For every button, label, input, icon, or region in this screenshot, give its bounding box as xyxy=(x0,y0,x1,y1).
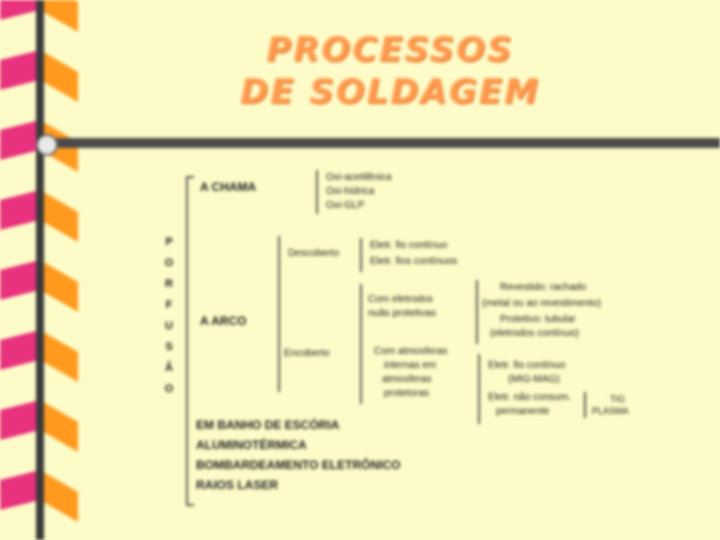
vertical-label-letter: Ã xyxy=(165,362,173,374)
other-process-2: ALUMINOTÉRMICA xyxy=(196,438,307,452)
header-bar-knob xyxy=(36,134,58,156)
main-brace-top xyxy=(186,176,194,178)
arco-brace xyxy=(278,236,280,392)
sub1-line-2: nuâs protetivas xyxy=(368,308,436,319)
chama-item-3: Oxi-GLP xyxy=(326,200,365,211)
sub2-item3-line-1: Eletr. não consum. xyxy=(488,392,571,403)
ribbon-stripe-pink xyxy=(0,190,40,230)
sub2-item3-line-2: permanente xyxy=(496,406,550,417)
chama-brace xyxy=(316,170,318,214)
ribbon-stripe-orange xyxy=(40,400,78,452)
sub1-item-2: (metal ou ao revestimento) xyxy=(482,298,601,309)
chama-item-1: Oxi-acetilênica xyxy=(326,172,392,183)
ribbon-stripe-pink xyxy=(0,400,40,440)
sub1-item-4: (eletrodos contínuo) xyxy=(490,328,579,339)
branch-a-item-1: Eletr. fio contínuo xyxy=(370,240,448,251)
other-process-4: RAIOS LASER xyxy=(196,478,279,492)
vertical-label-letter: U xyxy=(165,320,173,332)
ribbon-stripe-orange xyxy=(40,260,78,312)
sub1-item-3: Protetivo: tubular xyxy=(500,314,576,325)
sub1-item-1: Revestido: rachado xyxy=(500,282,587,293)
sub2-line-3: atmosferas xyxy=(382,374,432,385)
sub2-brace xyxy=(478,354,480,424)
ribbon-stripe-orange xyxy=(40,330,78,382)
sub2-line-2: internas em xyxy=(384,360,437,371)
sub2-item3-brace xyxy=(584,392,586,418)
ribbon-stripe-orange xyxy=(40,190,78,242)
sub1-line-1: Com eletrodos xyxy=(368,294,434,305)
chama-label: A CHAMA xyxy=(200,180,257,194)
vertical-label-letter: O xyxy=(164,257,174,269)
ribbon-stripe-pink xyxy=(0,330,40,370)
sub2-item-1: Eletr. fio contínuo xyxy=(488,360,566,371)
other-process-3: BOMBARDEAMENTO ELETRÔNICO xyxy=(196,458,401,472)
vertical-label-letter: P xyxy=(165,236,173,248)
main-brace xyxy=(186,176,188,506)
arco-branch-a-label: Descoberto xyxy=(288,248,340,259)
ribbon-stripe-pink xyxy=(0,260,40,300)
arco-branch-b-label: Encoberto xyxy=(284,348,330,359)
vertical-label-letter: F xyxy=(165,299,173,311)
ribbon-stripe-orange xyxy=(40,0,78,32)
ribbon-stripe-pink xyxy=(0,50,40,90)
other-process-1: EM BANHO DE ESCÓRIA xyxy=(196,418,340,432)
ribbon-stripe-orange xyxy=(40,50,78,102)
arco-label: A ARCO xyxy=(200,314,247,328)
vertical-label-letter: S xyxy=(165,341,173,353)
sub2-line-1: Com atmosferas xyxy=(374,346,448,357)
ribbon-stripe-orange xyxy=(40,470,78,522)
sub2-item3-extra-1: TIG xyxy=(610,394,625,404)
ribbon-stripe-pink xyxy=(0,0,40,20)
header-bar xyxy=(44,138,720,148)
page-title-line1: PROCESSOS xyxy=(266,30,514,70)
vertical-label-letter: O xyxy=(164,383,174,395)
branch-b-brace xyxy=(360,284,362,404)
vertical-label-letter: R xyxy=(165,278,173,290)
sub2-item3-extra-2: PLASMA xyxy=(592,406,629,416)
page-title-line2: DE SOLDAGEM xyxy=(240,72,540,112)
sub2-line-4: protetoras xyxy=(384,388,430,399)
main-brace-bottom xyxy=(186,504,194,506)
sub1-brace xyxy=(476,280,478,344)
chama-item-2: Oxi-hídrica xyxy=(326,186,375,197)
ribbon-stripe-pink xyxy=(0,120,40,160)
sub2-item-2: (MIG-MAG) xyxy=(508,374,560,385)
ribbon-decoration xyxy=(0,0,78,540)
ribbon-stripe-pink xyxy=(0,470,40,510)
branch-a-brace xyxy=(360,238,362,272)
branch-a-item-2: Eletr. fios contínuos xyxy=(370,256,458,267)
